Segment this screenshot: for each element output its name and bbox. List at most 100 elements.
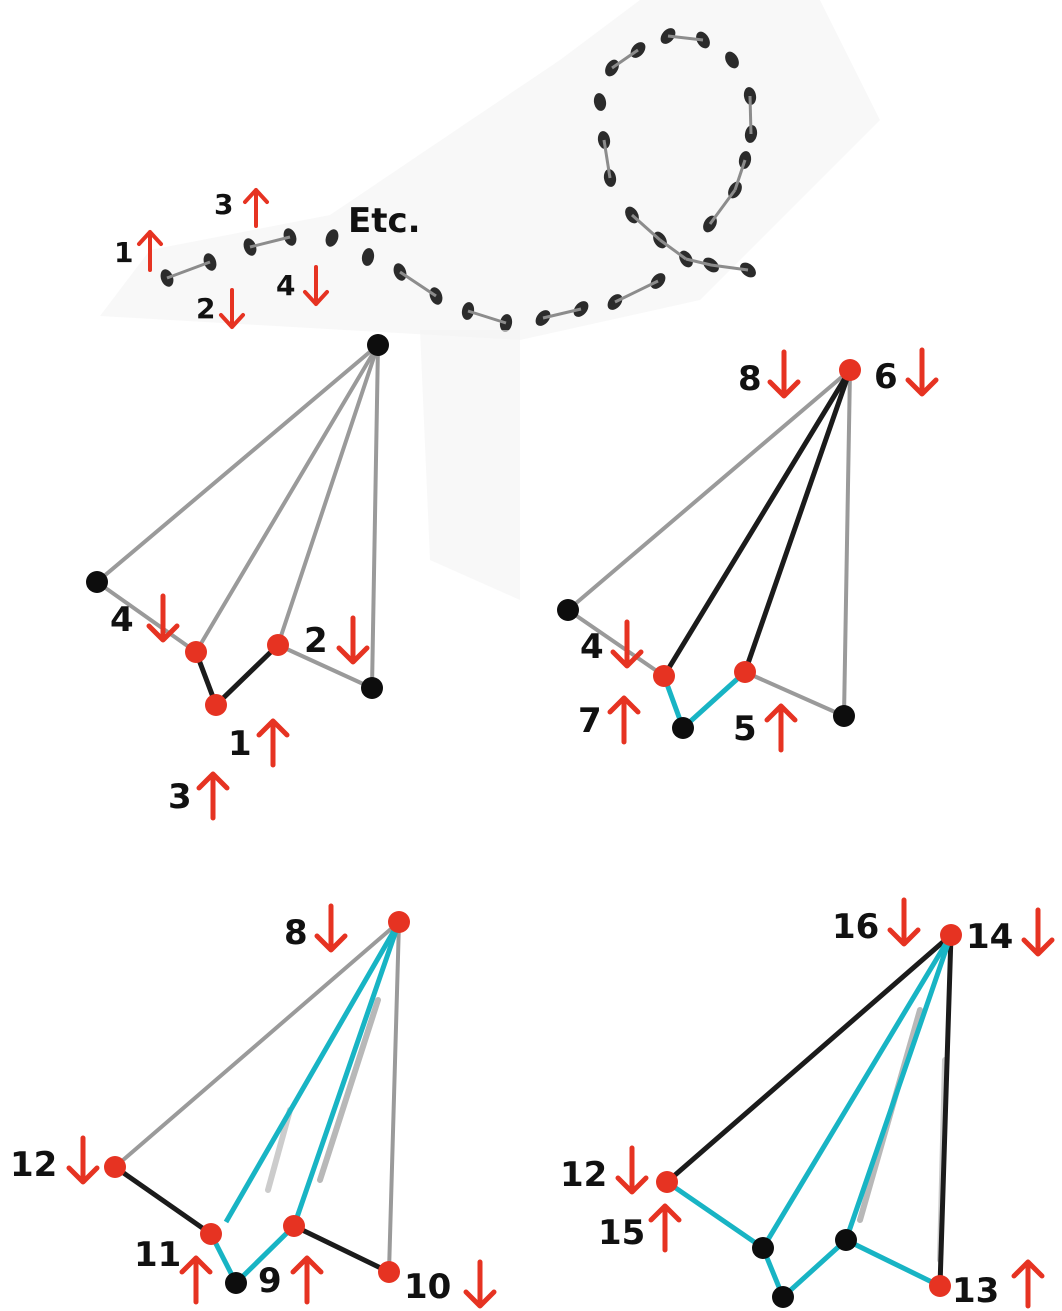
pencil-line — [276, 343, 380, 647]
step-number: 3 — [214, 188, 233, 221]
paper-shade — [420, 330, 520, 600]
stitch-threads — [166, 34, 753, 325]
step-label: 10 — [404, 1259, 497, 1309]
panel-d: 16 14 12 15 13 — [560, 897, 1055, 1311]
pencil-line — [95, 343, 380, 584]
step-number: 5 — [733, 709, 757, 749]
stitch-thread — [659, 238, 687, 261]
up-arrow-icon — [137, 230, 163, 272]
top-panel: Etc. 1 2 3 4 — [100, 0, 880, 340]
step-number: 4 — [276, 269, 295, 302]
pencil-line — [842, 368, 852, 718]
up-arrow-icon — [290, 1255, 324, 1305]
stitch-dot — [325, 229, 339, 247]
step-number: 10 — [404, 1267, 451, 1307]
step-number: 8 — [284, 913, 308, 953]
black-thread — [113, 1164, 213, 1237]
red-dot — [283, 1215, 305, 1237]
black-dot — [772, 1286, 794, 1308]
stitch-thread — [708, 189, 737, 225]
red-dot — [200, 1223, 222, 1245]
panel-b: 8 6 4 7 5 — [557, 347, 939, 753]
step-label: 4 — [110, 593, 180, 643]
down-arrow-icon — [66, 1135, 100, 1185]
step-label: 3 — [214, 188, 269, 228]
down-arrow-icon — [146, 593, 180, 643]
pencil-lines — [566, 368, 852, 718]
step-label: 8 — [738, 349, 801, 399]
red-dot — [734, 661, 756, 683]
step-number: 16 — [832, 907, 879, 947]
stitch-thread — [748, 95, 753, 135]
step-label: 3 — [168, 771, 230, 821]
stitch-thread — [614, 279, 659, 304]
stitch-thread — [667, 34, 704, 42]
black-dot — [835, 1229, 857, 1251]
pencil-line — [113, 920, 401, 1169]
stitch-thread — [631, 213, 661, 242]
stitch-thread — [399, 270, 437, 298]
down-arrow-icon — [610, 619, 644, 669]
red-dot — [104, 1156, 126, 1178]
pencil-lines — [857, 1007, 948, 1263]
up-arrow-icon — [256, 718, 290, 768]
red-dot — [267, 634, 289, 656]
step-label: 7 — [578, 695, 641, 745]
pencil-lines — [95, 343, 380, 690]
down-arrow-icon — [336, 615, 370, 665]
red-dot — [205, 694, 227, 716]
down-arrow-icon — [767, 349, 801, 399]
step-label: 1 — [228, 718, 290, 768]
step-label: 14 — [966, 907, 1055, 957]
stitch-thread — [166, 260, 211, 280]
step-number: 7 — [578, 701, 602, 741]
up-arrow-icon — [764, 703, 798, 753]
panel-c: 8 12 11 9 10 — [10, 903, 497, 1309]
up-arrow-icon — [648, 1203, 682, 1253]
black-thread — [665, 933, 953, 1184]
pencil-line — [265, 1107, 293, 1193]
pencil-line — [370, 343, 380, 690]
stitch-dot — [725, 51, 739, 69]
pencil-line — [566, 368, 852, 612]
black-dot — [672, 717, 694, 739]
panel-a: 4 2 1 3 — [86, 330, 520, 821]
pencil-lines — [113, 920, 401, 1274]
step-number: 2 — [304, 621, 328, 661]
step-label: 2 — [196, 288, 245, 329]
step-number: 1 — [228, 724, 252, 764]
cyan-thread — [223, 920, 402, 1224]
step-label: 8 — [284, 903, 348, 953]
step-label: 4 — [276, 265, 329, 306]
step-label: 1 — [114, 230, 163, 272]
stitch-thread — [249, 235, 291, 249]
up-arrow-icon — [1011, 1259, 1045, 1309]
red-dot — [378, 1261, 400, 1283]
stitch-thread — [602, 139, 612, 179]
black-dot — [225, 1272, 247, 1294]
step-number: 4 — [110, 600, 134, 640]
up-arrow-icon — [243, 188, 269, 228]
pencil-line — [95, 580, 198, 654]
step-number: 3 — [168, 777, 192, 817]
black-dot — [367, 334, 389, 356]
stitch-thread — [685, 257, 749, 272]
step-label: 2 — [304, 615, 370, 665]
down-arrow-icon — [1021, 907, 1055, 957]
black-thread — [742, 369, 853, 673]
step-number: 11 — [134, 1235, 181, 1275]
up-arrow-icon — [179, 1255, 213, 1305]
down-arrow-icon — [219, 288, 245, 329]
black-dot — [361, 677, 383, 699]
black-dot — [833, 705, 855, 727]
red-dot — [940, 924, 962, 946]
etc-label: Etc. — [348, 201, 421, 241]
stitch-thread — [733, 159, 747, 191]
stitch-thread — [467, 309, 507, 325]
step-number: 6 — [874, 357, 898, 397]
stitch-thread — [542, 307, 582, 320]
down-arrow-icon — [463, 1259, 497, 1309]
stitch-dot — [593, 93, 607, 111]
cyan-thread — [665, 1179, 942, 1302]
